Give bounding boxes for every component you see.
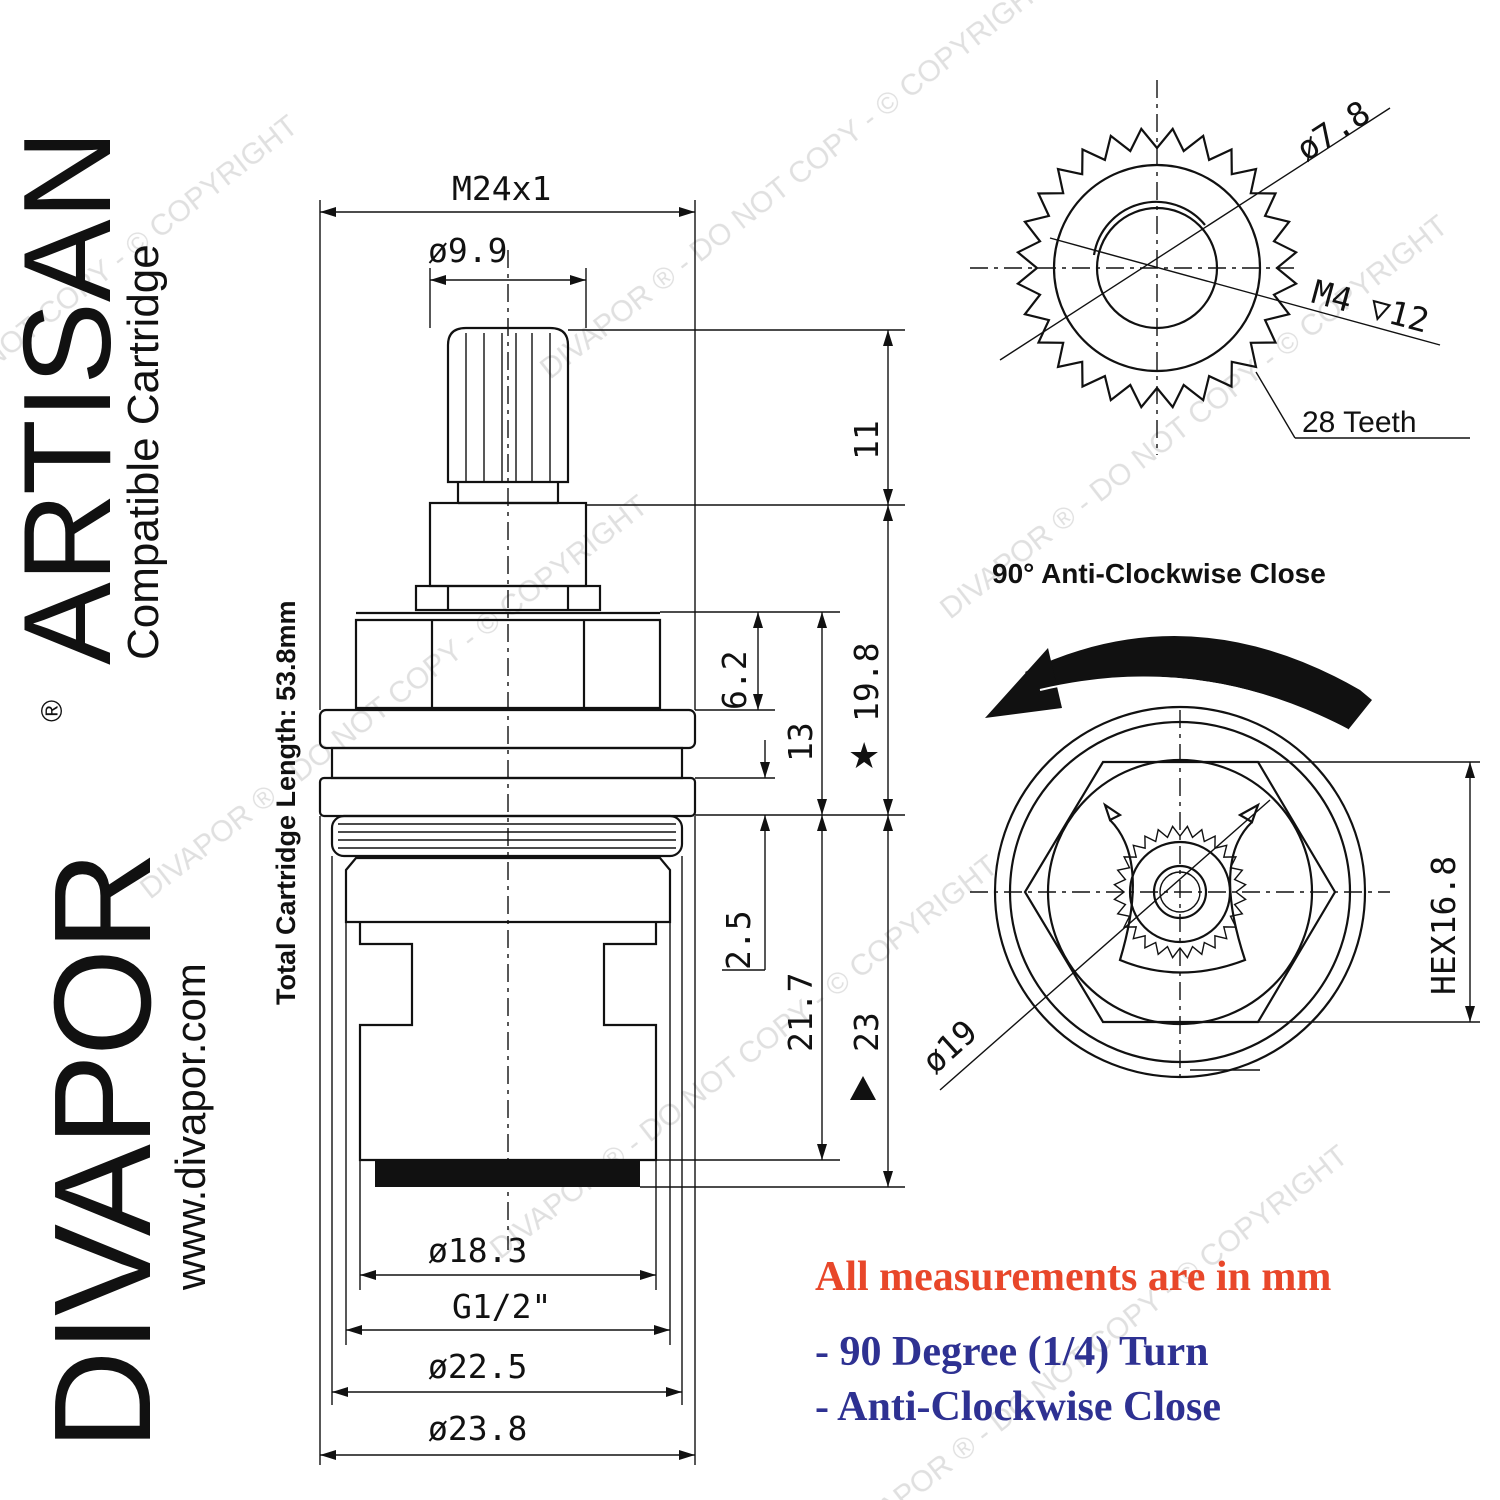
end-inner-circle	[1008, 720, 1352, 1064]
dim-19: ø19	[914, 1012, 984, 1081]
retainer-tabs	[1102, 802, 1261, 824]
total-length-label: Total Cartridge Length: 53.8mm	[271, 600, 301, 1005]
watermark-text-5: DIVAPOR ® - DO NOT COPY - © COPYRIGHT	[534, 0, 1054, 386]
dim-spline: ø9.9	[428, 231, 507, 270]
flange-gap	[330, 746, 684, 780]
dim-7-8-leader	[999, 107, 1391, 361]
notes-heading: All measurements are in mm	[815, 1254, 1331, 1300]
dim-23-8: ø23.8	[428, 1409, 527, 1448]
svg-text:DIVAPOR ® - DO NOT COPY - © CO: DIVAPOR ® - DO NOT COPY - © COPYRIGHT	[534, 0, 1054, 386]
svg-text:DIVAPOR ® - DO NOT COPY - © CO: DIVAPOR ® - DO NOT COPY - © COPYRIGHT	[834, 1139, 1354, 1500]
dim-22-5: ø22.5	[428, 1347, 527, 1386]
dim-thread: M24x1	[452, 169, 551, 208]
note-line-close: - Anti-Clockwise Close	[815, 1384, 1221, 1430]
bore-outer	[1095, 206, 1219, 330]
thread	[330, 814, 684, 858]
dim-21-7: 21.7	[781, 973, 820, 1052]
notes: All measurements are in mm - 90 Degree (…	[815, 1254, 1331, 1430]
product-subtitle: Compatible Cartridge	[119, 244, 168, 660]
dim-7-8: ø7.8	[1289, 93, 1377, 169]
side-view: ★ M24x1 ø9.9 11 6.2 13 19.8 2.5 21.7 23 …	[318, 169, 905, 1465]
watermark-text-4: DIVAPOR ® - DO NOT COPY - © COPYRIGHT	[834, 1139, 1354, 1500]
dim-hex: HEX16.8	[1424, 856, 1463, 995]
triangle-marker	[850, 1076, 876, 1100]
teeth-count: 28 Teeth	[1302, 406, 1417, 439]
dim-13: 13	[781, 722, 820, 762]
retainer-clip	[1109, 819, 1253, 974]
product-name: ARTISAN	[0, 130, 137, 665]
end-view: HEX16.8 ø19	[914, 705, 1480, 1091]
dim-19-leader	[939, 799, 1271, 1091]
note-line-turn: - 90 Degree (1/4) Turn	[815, 1329, 1209, 1375]
stem-collar	[414, 584, 602, 612]
bore-thread-arc	[1092, 200, 1206, 256]
side-dimensions: ★	[319, 200, 905, 1465]
anticlockwise-arrow	[985, 636, 1372, 731]
dim-23: 23	[847, 1012, 886, 1052]
dim-hex-height: 6.2	[715, 650, 754, 710]
website-url: www.divapor.com	[167, 963, 214, 1291]
dim-19-8: 19.8	[847, 643, 886, 722]
teeth-leader	[1255, 371, 1296, 439]
star-marker: ★	[848, 736, 880, 777]
spline-teeth-small	[1113, 825, 1247, 959]
spline-teeth-outline	[1015, 126, 1299, 410]
registered-mark: ®	[36, 700, 69, 722]
spline-small-root	[1128, 840, 1232, 944]
watermark-text-2: DIVAPOR ® - DO NOT COPY - © COPYRIGHT	[134, 489, 654, 906]
svg-text:DIVAPOR ® - DO NOT COPY - © CO: DIVAPOR ® - DO NOT COPY - © COPYRIGHT	[134, 489, 654, 906]
rotation-label: 90° Anti-Clockwise Close	[992, 558, 1326, 589]
spline-root-circle	[1052, 163, 1262, 373]
dim-m4-leader	[1049, 237, 1441, 346]
dim-18-3: ø18.3	[428, 1231, 527, 1270]
hex-inscribed	[1046, 758, 1314, 1026]
dim-g1-2: G1/2"	[452, 1287, 551, 1326]
small-bore-inner	[1159, 871, 1201, 913]
base-seal	[375, 1160, 640, 1187]
small-bore	[1152, 864, 1208, 920]
brand-logo-text: DIVAPOR	[26, 853, 180, 1450]
brand-block: DIVAPOR ® ARTISAN Compatible Cartridge w…	[0, 130, 301, 1450]
dim-2-5: 2.5	[719, 910, 758, 970]
hex-body	[354, 611, 662, 710]
dim-spline-length: 11	[847, 420, 886, 460]
end-outer-circle	[993, 705, 1367, 1079]
